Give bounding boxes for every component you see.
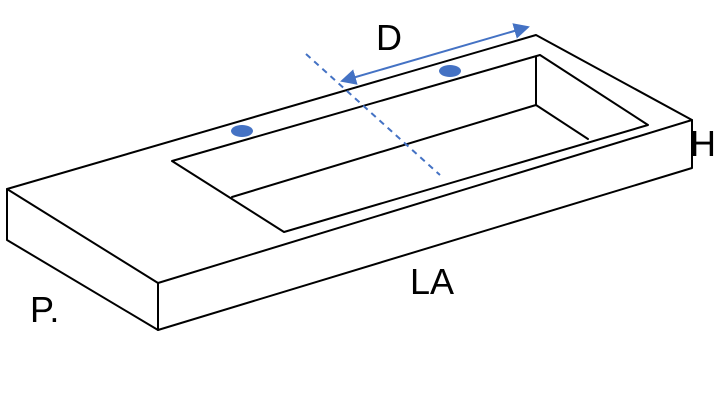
basin-slab <box>6 34 693 331</box>
slab-top-outline <box>6 34 693 331</box>
depth-dimension-arrow <box>340 23 530 85</box>
depth-label: D <box>376 17 402 58</box>
faucet-hole-left <box>231 125 253 137</box>
center-axis-dashed-line <box>305 53 441 176</box>
faucet-hole-right <box>439 65 461 77</box>
basin-inner-back-edge <box>231 104 589 198</box>
basin-recess <box>171 54 649 233</box>
length-label: LA <box>410 261 454 302</box>
basin-rim-outline <box>171 54 649 233</box>
slab-front-top-edge <box>157 119 693 284</box>
width-label: P. <box>30 289 59 330</box>
height-label: H <box>690 123 716 164</box>
slab-left-top-edge <box>6 188 159 284</box>
